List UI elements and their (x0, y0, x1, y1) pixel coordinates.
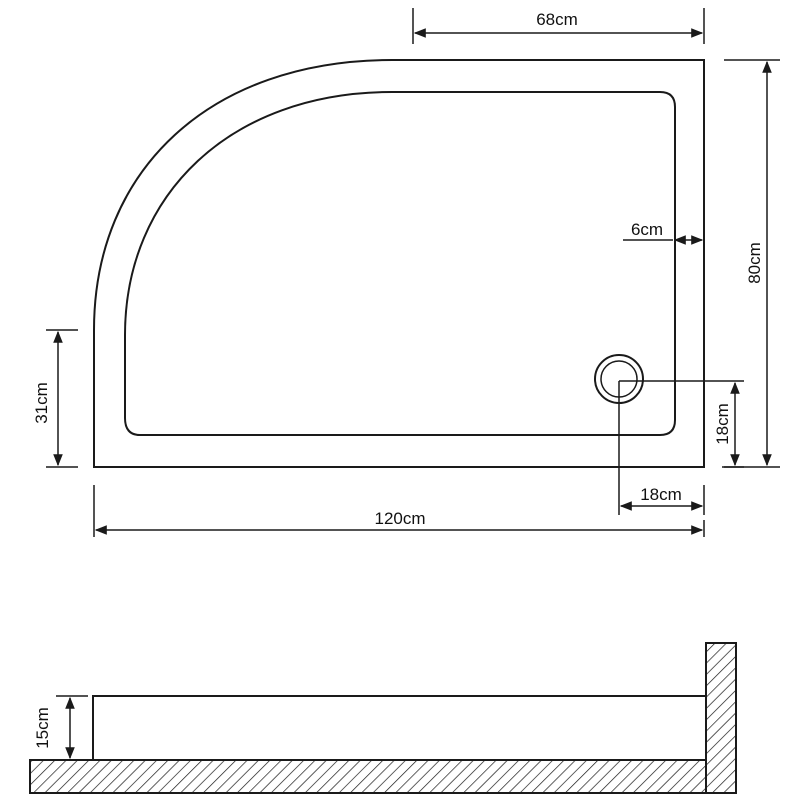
top-view: 68cm 6cm 80cm 31cm 18cm (32, 8, 780, 537)
dim-left-straight: 31cm (32, 330, 78, 467)
dim-total-width: 120cm (94, 485, 704, 537)
dim-rim-width-label: 6cm (631, 220, 663, 239)
dim-drain-from-side: 18cm (619, 381, 704, 515)
tray-profile (93, 696, 706, 760)
dim-top-width: 68cm (413, 8, 704, 44)
dim-left-straight-label: 31cm (32, 382, 51, 424)
dim-tray-height: 15cm (33, 696, 88, 758)
dim-drain-from-side-label: 18cm (640, 485, 682, 504)
wall-hatch (706, 643, 736, 793)
dim-rim-width: 6cm (623, 220, 702, 240)
tray-outer-outline (94, 60, 704, 467)
tray-inner-outline (125, 92, 675, 435)
dim-depth-label: 80cm (745, 242, 764, 284)
dim-tray-height-label: 15cm (33, 707, 52, 749)
side-view: 15cm (30, 643, 736, 793)
floor-hatch (30, 760, 706, 793)
dim-total-width-label: 120cm (374, 509, 425, 528)
dim-depth: 80cm (724, 60, 780, 467)
dim-drain-from-front-label: 18cm (713, 403, 732, 445)
dim-top-width-label: 68cm (536, 10, 578, 29)
